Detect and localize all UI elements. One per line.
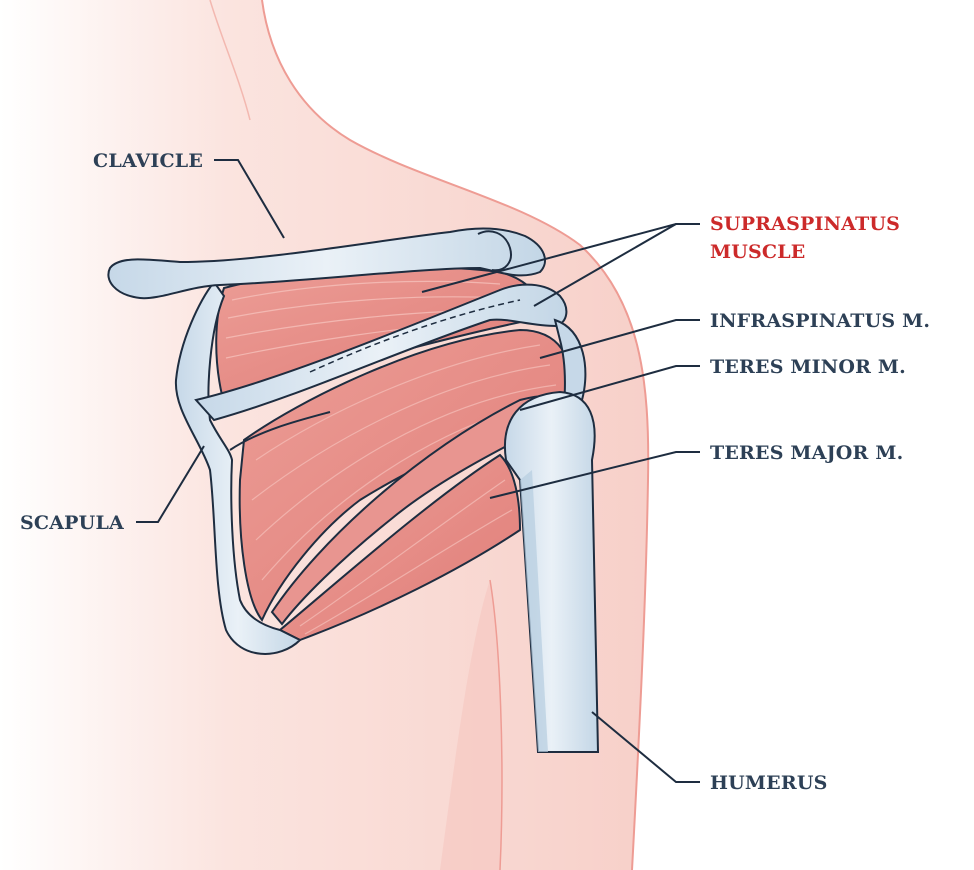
scapula-inner-border (229, 411, 331, 451)
clavicle-shape (107, 227, 546, 300)
scapula-bone (174, 280, 587, 655)
neck-outline (209, 0, 251, 121)
scapula-leader (136, 445, 205, 523)
armpit-line (489, 579, 503, 870)
clavicle-leader (214, 159, 285, 239)
label-teres-major: TERES MAJOR M. (710, 442, 903, 464)
shoulder-outline (261, 0, 650, 870)
teres-major-muscle (278, 453, 522, 642)
labels: CLAVICLE SUPRASPINATUS MUSCLE INFRASPINA… (20, 150, 930, 794)
label-teres-minor: TERES MINOR M. (710, 356, 906, 378)
humerus-bone (504, 390, 600, 753)
acromioclavicular-joint (477, 230, 512, 272)
humerus-shade (520, 470, 548, 752)
infraspinatus-leader (539, 319, 700, 359)
scapula-outline (174, 280, 302, 655)
label-clavicle: CLAVICLE (93, 150, 203, 172)
teres-minor-leader (519, 365, 700, 411)
humerus-leader (591, 711, 700, 783)
label-supraspinatus-line1: SUPRASPINATUS (710, 213, 900, 235)
teres-major-leader (489, 451, 700, 499)
label-humerus: HUMERUS (710, 772, 828, 794)
scapular-spine (194, 283, 568, 422)
clavicle-bone (107, 227, 546, 300)
supraspinatus-leader-2 (533, 223, 677, 307)
muscles (215, 266, 578, 642)
label-scapula: SCAPULA (20, 512, 124, 534)
teres-major-fibers (299, 479, 513, 635)
leader-lines (136, 159, 700, 783)
label-infraspinatus: INFRASPINATUS M. (710, 310, 930, 332)
armpit-fold (440, 580, 502, 870)
spine-dashed-line (309, 299, 521, 373)
label-supraspinatus-line2: MUSCLE (710, 241, 806, 263)
